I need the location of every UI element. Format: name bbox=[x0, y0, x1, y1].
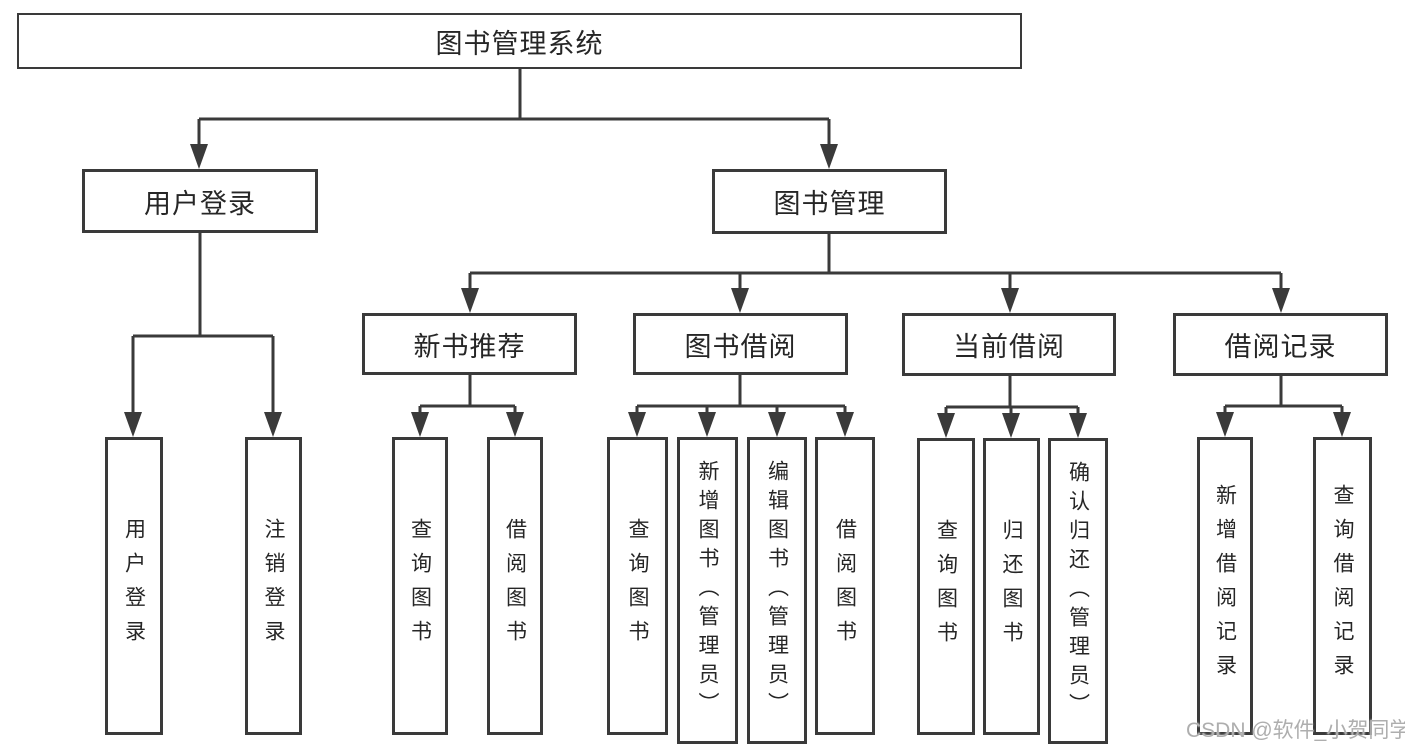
node-user-login: 用户登录 bbox=[82, 169, 318, 233]
leaf-return-book: 归还图书 bbox=[983, 438, 1040, 735]
leaf-query-books-borrow: 查询图书 bbox=[607, 437, 668, 735]
leaf-borrow-books-recommend: 借阅图书 bbox=[487, 437, 543, 735]
node-book-borrow: 图书借阅 bbox=[633, 313, 848, 375]
node-book-management: 图书管理 bbox=[712, 169, 947, 234]
node-label: 新书推荐 bbox=[413, 331, 526, 362]
node-label: 当前借阅 bbox=[953, 332, 1065, 362]
leaf-label: 确认归还（管理员） bbox=[1066, 460, 1090, 722]
leaf-user-login: 用户登录 bbox=[105, 437, 163, 735]
leaf-query-books-current: 查询图书 bbox=[917, 438, 975, 735]
node-new-book-recommend: 新书推荐 bbox=[362, 313, 577, 375]
leaf-add-borrow-record: 新增借阅记录 bbox=[1197, 437, 1253, 735]
leaf-label: 编辑图书（管理员） bbox=[765, 460, 789, 721]
leaf-label: 新增借阅记录 bbox=[1213, 484, 1237, 688]
leaf-query-books-recommend: 查询图书 bbox=[392, 437, 448, 735]
leaf-label: 查询借阅记录 bbox=[1331, 484, 1354, 688]
leaf-label: 注销登录 bbox=[262, 518, 285, 654]
leaf-add-book-admin: 新增图书（管理员） bbox=[677, 437, 738, 744]
node-label: 图书管理系统 bbox=[435, 28, 604, 59]
leaf-confirm-return-admin: 确认归还（管理员） bbox=[1048, 438, 1108, 744]
leaf-label: 用户登录 bbox=[122, 518, 146, 654]
connector-root-to-level2 bbox=[190, 69, 838, 169]
node-label: 用户登录 bbox=[144, 188, 256, 219]
connector-current-borrow-to-leaves bbox=[937, 375, 1087, 438]
csdn-watermark: CSDN @软件_小贺同学 bbox=[1186, 719, 1405, 742]
leaf-borrow-books-borrow: 借阅图书 bbox=[815, 437, 875, 735]
node-system-root: 图书管理系统 bbox=[17, 13, 1022, 69]
connector-book-management-to-level3 bbox=[461, 234, 1290, 313]
leaf-label: 归还图书 bbox=[1000, 518, 1023, 655]
leaf-label: 查询图书 bbox=[408, 518, 432, 654]
node-label: 图书借阅 bbox=[684, 331, 797, 362]
connector-user-login-to-leaves bbox=[124, 233, 282, 437]
leaf-label: 借阅图书 bbox=[503, 518, 527, 654]
node-label: 借阅记录 bbox=[1224, 332, 1337, 362]
connector-borrow-record-to-leaves bbox=[1216, 375, 1351, 437]
connector-new-book-recommend-to-leaves bbox=[411, 375, 524, 437]
leaf-label: 借阅图书 bbox=[833, 518, 857, 654]
leaf-logout-login: 注销登录 bbox=[245, 437, 302, 735]
leaf-edit-book-admin: 编辑图书（管理员） bbox=[747, 437, 807, 744]
leaf-label: 查询图书 bbox=[626, 518, 649, 654]
leaf-label: 新增图书（管理员） bbox=[696, 460, 719, 721]
node-current-borrow: 当前借阅 bbox=[902, 313, 1116, 376]
leaf-label: 查询图书 bbox=[934, 518, 958, 655]
leaf-query-borrow-record: 查询借阅记录 bbox=[1313, 437, 1372, 735]
node-borrow-records: 借阅记录 bbox=[1173, 313, 1388, 376]
connector-book-borrow-to-leaves bbox=[628, 375, 854, 437]
node-label: 图书管理 bbox=[773, 189, 886, 219]
